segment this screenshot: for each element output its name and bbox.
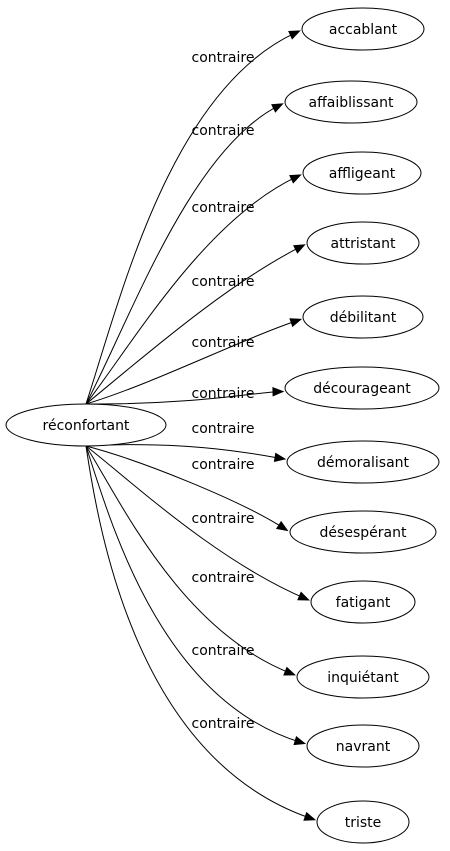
- edge-5: [85, 320, 298, 405]
- source-node-label: réconfortant: [43, 418, 130, 434]
- target-node-ellipse: [306, 221, 420, 265]
- edge-7: [85, 444, 282, 459]
- edge-11: [85, 445, 302, 743]
- edge-arrow-11: [293, 735, 307, 746]
- target-node-7[interactable]: démoralisant: [286, 440, 440, 484]
- edge-3: [85, 176, 298, 405]
- edge-arrow-10: [283, 666, 296, 676]
- edge-label-9: contraire: [192, 511, 255, 527]
- edge-1: [85, 32, 297, 405]
- source-node[interactable]: réconfortant: [5, 403, 167, 447]
- edge-4: [85, 246, 302, 405]
- target-node-ellipse: [286, 440, 440, 484]
- edge-label-5: contraire: [192, 335, 255, 351]
- target-node-ellipse: [301, 7, 425, 51]
- edge-2: [85, 105, 280, 405]
- target-node-ellipse: [302, 295, 424, 339]
- target-node-10[interactable]: inquiétant: [296, 655, 430, 699]
- target-node-label: désespérant: [320, 525, 407, 541]
- target-node-label: démoralisant: [317, 455, 410, 471]
- target-node-4[interactable]: attristant: [306, 221, 420, 265]
- target-node-ellipse: [302, 151, 422, 195]
- edge-label-4: contraire: [192, 274, 255, 290]
- target-node-label: fatigant: [336, 595, 391, 611]
- edge-12: [85, 445, 312, 819]
- target-node-5[interactable]: débilitant: [302, 295, 424, 339]
- target-node-ellipse: [284, 80, 418, 124]
- edge-label-1: contraire: [192, 50, 255, 66]
- target-node-label: inquiétant: [327, 670, 399, 686]
- nodes: réconfortant accablant affaiblissant affli…: [5, 7, 440, 844]
- target-node-8[interactable]: désespérant: [289, 510, 437, 554]
- edge-label-3: contraire: [192, 200, 255, 216]
- edge-arrow-6: [272, 386, 285, 397]
- target-node-label: navrant: [336, 739, 391, 755]
- target-node-11[interactable]: navrant: [306, 724, 420, 768]
- edge-label-7: contraire: [192, 421, 255, 437]
- edge-arrow-8: [275, 520, 289, 532]
- target-node-1[interactable]: accablant: [301, 7, 425, 51]
- target-node-label: affligeant: [329, 166, 396, 182]
- target-node-9[interactable]: fatigant: [310, 580, 416, 624]
- edge-label-8: contraire: [192, 457, 255, 473]
- edge-arrow-5: [289, 318, 303, 328]
- edge-arrow-3: [289, 174, 302, 184]
- target-node-ellipse: [296, 655, 430, 699]
- target-node-label: attristant: [331, 236, 396, 252]
- edge-8: [85, 445, 285, 529]
- target-node-ellipse: [316, 800, 410, 844]
- edge-arrow-12: [303, 811, 317, 821]
- target-node-ellipse: [306, 724, 420, 768]
- target-node-12[interactable]: triste: [316, 800, 410, 844]
- target-node-2[interactable]: affaiblissant: [284, 80, 418, 124]
- target-node-label: débilitant: [330, 310, 397, 326]
- edge-label-11: contraire: [192, 643, 255, 659]
- edge-arrow-9: [297, 591, 310, 601]
- edge-arrow-1: [288, 30, 301, 40]
- edges: [85, 30, 317, 821]
- target-node-label: accablant: [329, 22, 398, 38]
- edge-label-10: contraire: [192, 570, 255, 586]
- edge-9: [85, 445, 306, 599]
- edge-10: [85, 445, 292, 674]
- edge-arrow-7: [273, 452, 287, 463]
- edge-labels: contraire contraire contraire contraire cont…: [192, 50, 255, 732]
- edge-arrow-2: [271, 103, 284, 113]
- target-node-label: triste: [345, 815, 382, 831]
- edge-6: [85, 391, 280, 405]
- target-node-3[interactable]: affligeant: [302, 151, 422, 195]
- target-node-6[interactable]: décourageant: [284, 366, 440, 410]
- edge-label-12: contraire: [192, 716, 255, 732]
- source-node-ellipse: [5, 403, 167, 447]
- target-node-ellipse: [284, 366, 440, 410]
- target-node-ellipse: [310, 580, 416, 624]
- target-node-label: décourageant: [313, 381, 411, 397]
- edge-arrow-4: [293, 244, 306, 254]
- edge-label-2: contraire: [192, 123, 255, 139]
- target-node-label: affaiblissant: [309, 95, 394, 111]
- target-node-ellipse: [289, 510, 437, 554]
- edge-label-6: contraire: [192, 386, 255, 402]
